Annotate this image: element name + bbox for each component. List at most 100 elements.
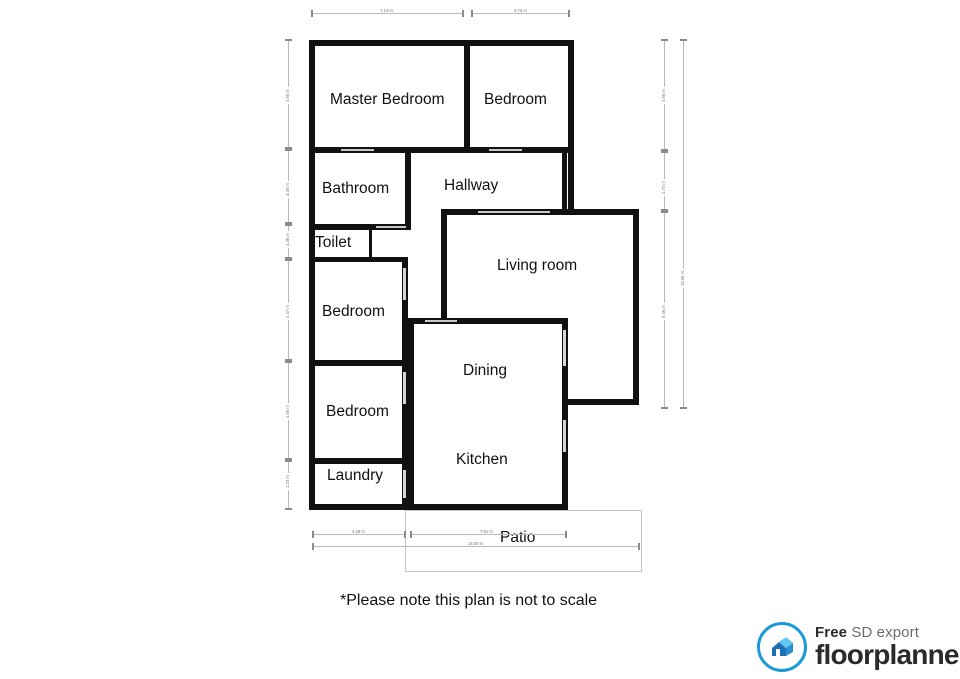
wall-bathroom-left (309, 147, 315, 227)
wall-bathroom-bottom (309, 224, 411, 230)
room-label-bathroom: Bathroom (322, 180, 390, 197)
dimension-label-bottom-overall: 15.00 m (466, 541, 486, 547)
door-gap-living-dining (425, 320, 457, 322)
wall-bedroom-mid-left (309, 257, 315, 363)
dimension-line-top-right (472, 13, 570, 14)
room-label-bedroom-mid: Bedroom (322, 303, 385, 320)
dimension-tick (661, 211, 668, 213)
room-label-hallway: Hallway (444, 177, 499, 194)
dimension-tick (285, 222, 292, 224)
dimension-tick (638, 543, 640, 550)
door-gap-laundry (403, 470, 406, 498)
dimension-tick (285, 149, 292, 151)
dimension-line-right-overall (683, 40, 684, 408)
dimension-tick (680, 407, 687, 409)
dimension-label-right-3: 5.46 m (661, 303, 667, 320)
wall-laundry-bottom (309, 504, 408, 510)
dimension-tick (661, 209, 668, 211)
dimension-tick (661, 407, 668, 409)
wall-kitchen-stub-right (568, 399, 639, 405)
wall-toilet-right (369, 228, 372, 260)
wall-exterior-top (309, 40, 574, 46)
dimension-tick (285, 39, 292, 41)
wall-bedrooms-hallway (309, 147, 574, 153)
dimension-line-bottom-right (411, 534, 567, 535)
dimension-tick (312, 543, 314, 550)
dimension-tick (471, 10, 473, 17)
dimension-tick (285, 508, 292, 510)
wall-bedroom-low-left (309, 360, 315, 462)
dimension-label-left-1: 4.60 m (285, 87, 291, 104)
door-gap-bathroom (376, 226, 406, 228)
dimension-tick (311, 10, 313, 17)
room-label-dining: Dining (463, 362, 507, 379)
dimension-tick (285, 224, 292, 226)
wall-toilet-bottom (309, 257, 407, 262)
wall-living-room-right (633, 209, 639, 405)
dimension-tick (565, 531, 567, 538)
door-gap-master-bedroom (341, 149, 374, 151)
wall-toilet-left (309, 224, 315, 260)
dimension-label-top-left: 7.13 m (378, 8, 395, 14)
wall-dining-kitchen-bottom (408, 504, 568, 510)
dimension-label-bottom-left: 4.26 m (350, 529, 367, 535)
window-gap-dining-right (563, 330, 566, 366)
dimension-label-left-5: 4.55 m (285, 403, 291, 420)
dimension-tick (462, 10, 464, 17)
dimension-tick (312, 531, 314, 538)
dimension-tick (285, 359, 292, 361)
room-label-laundry: Laundry (327, 467, 384, 484)
door-gap-bedroom-mid (403, 268, 406, 300)
dimension-tick (680, 39, 687, 41)
wall-hallway-right (562, 153, 567, 211)
dimension-tick (661, 149, 668, 151)
room-label-bedroom-low: Bedroom (326, 403, 389, 420)
dimension-line-bottom-overall (313, 546, 640, 547)
dimension-tick (568, 10, 570, 17)
window-gap-kitchen-right (563, 420, 566, 452)
dimension-tick (285, 361, 292, 363)
patio-outline (405, 510, 642, 572)
wall-living-room-bottom (411, 318, 565, 324)
room-label-living-room: Living room (497, 257, 578, 274)
door-gap-bedroom-top (489, 149, 522, 151)
room-label-kitchen: Kitchen (456, 451, 508, 468)
room-label-patio: Patio (500, 529, 536, 546)
wall-laundry-left (309, 458, 315, 510)
floorplanner-logo-text: Free SD export floorplanner (815, 625, 960, 669)
wall-dining-kitchen-right (562, 318, 568, 510)
room-label-bedroom-top: Bedroom (484, 91, 547, 108)
dimension-tick (285, 460, 292, 462)
dimension-tick (285, 259, 292, 261)
logo-wordmark: floorplanner (815, 639, 960, 670)
dimension-label-right-2: 2.72 m (661, 179, 667, 196)
dimension-tick (410, 531, 412, 538)
wall-bedroom-mid-right (402, 257, 408, 363)
wall-bathroom-right (405, 147, 411, 227)
wall-master-bedroom-bedroom (464, 40, 470, 150)
dimension-label-left-2: 3.26 m (285, 181, 291, 198)
floorplanner-house-icon (757, 622, 807, 672)
floorplanner-logo: Free SD export floorplanner (757, 618, 960, 676)
dimension-label-right-1: 4.65 m (661, 87, 667, 104)
room-label-toilet: Toilet (315, 234, 352, 251)
dimension-line-top-left (312, 13, 464, 14)
wall-bedroom-low-bottom (309, 458, 408, 464)
wall-bedroom-low-right (402, 360, 408, 462)
dimension-line-bottom-left (313, 534, 406, 535)
door-gap-living-room-top (478, 211, 550, 213)
wall-dining-kitchen-left (408, 318, 414, 510)
dimension-tick (661, 151, 668, 153)
wall-living-room-left (441, 209, 447, 324)
logo-tagline-free: Free (815, 624, 848, 641)
logo-tagline-rest: SD export (847, 624, 919, 641)
room-label-master-bedroom: Master Bedroom (330, 91, 445, 108)
dimension-label-left-3: 1.38 m (285, 231, 291, 248)
dimension-tick (285, 147, 292, 149)
dimension-label-top-right: 4.73 m (512, 8, 529, 14)
wall-exterior-right-upper (568, 40, 574, 212)
scale-note: *Please note this plan is not to scale (340, 592, 598, 609)
door-gap-bedroom-low (403, 372, 406, 404)
wall-exterior-left-upper (309, 40, 315, 150)
